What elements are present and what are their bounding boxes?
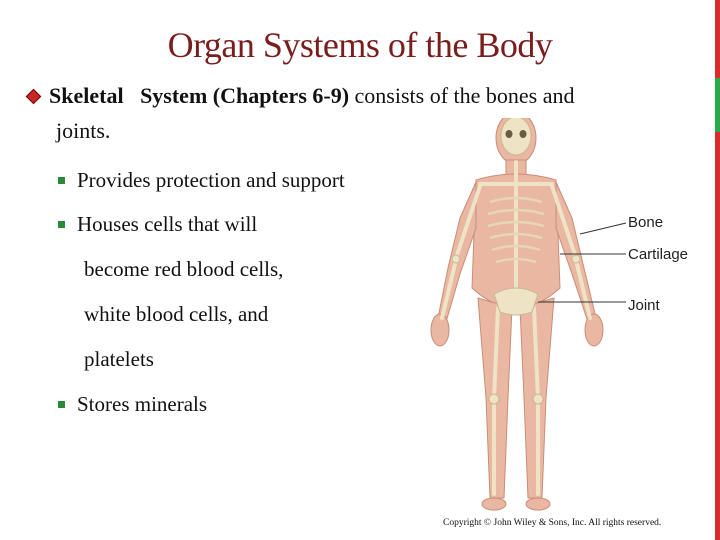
slide-title: Organ Systems of the Body (167, 25, 553, 65)
sub-bullet-continuation-3: platelets (84, 347, 154, 371)
main-bullet-rest: consists of the bones and (349, 83, 575, 108)
diamond-bullet-icon (25, 88, 42, 105)
sub-bullet-text: Provides protection and support (77, 168, 345, 192)
accent-bar-red-top (715, 0, 720, 78)
figure-label-bone: Bone (628, 214, 664, 231)
sub-bullet-houses-cells: Houses cells that will (58, 212, 257, 237)
sub-bullet-continuation-1: become red blood cells, (84, 257, 284, 281)
accent-bar-red-bottom (715, 132, 720, 540)
figure-label-joint: Joint (628, 297, 660, 314)
sub-bullet-text: Houses cells that will (77, 212, 258, 236)
sub-bullet-continuation-2: white blood cells, and (84, 302, 269, 326)
main-bullet: Skeletal System (Chapters 6-9) consists … (24, 78, 664, 114)
sub-bullet-minerals: Stores minerals (58, 392, 207, 417)
square-bullet-icon (58, 400, 65, 408)
copyright-notice: Copyright © John Wiley & Sons, Inc. All … (443, 518, 662, 528)
square-bullet-icon (58, 176, 65, 184)
skeleton-illustration (430, 118, 627, 511)
sub-bullet-protection: Provides protection and support (58, 168, 345, 193)
figure-label-cartilage: Cartilage (628, 246, 689, 263)
sub-bullet-text: Stores minerals (77, 392, 208, 416)
main-bullet-detail: System (Chapters 6-9) (140, 83, 350, 108)
square-bullet-icon (58, 220, 65, 228)
main-bullet-continuation: joints. (56, 118, 111, 143)
main-bullet-term: Skeletal (49, 83, 124, 108)
accent-bar-green (715, 78, 720, 132)
